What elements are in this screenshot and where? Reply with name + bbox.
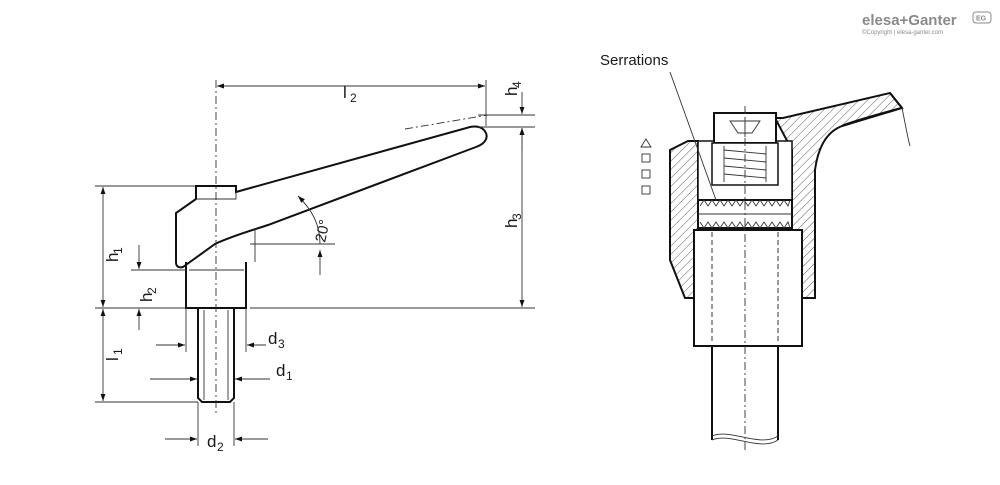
dimension-h2: h 2 [131, 245, 186, 330]
label-l2-sub: 2 [350, 91, 357, 105]
direction-symbols [640, 138, 652, 195]
label-d1-sub: 1 [286, 369, 293, 383]
brand-logo: elesa+Ganter ©Copyright | elesa-ganter.c… [862, 11, 992, 36]
label-h1-sub: 1 [111, 247, 125, 254]
serration-section-view [640, 71, 911, 450]
lever-side-view [175, 80, 489, 415]
label-h1: h [103, 253, 122, 262]
dimension-l2: l 2 [217, 80, 487, 126]
label-serrations: Serrations [600, 52, 668, 69]
label-d3: d [268, 329, 277, 348]
label-d2-sub: 2 [217, 440, 224, 454]
label-l1-sub: 1 [111, 348, 125, 355]
label-h4-sub: 4 [510, 81, 524, 88]
label-h2-sub: 2 [145, 287, 159, 294]
dimension-d2: d 2 [165, 402, 268, 454]
label-h3-sub: 3 [510, 213, 524, 220]
label-l2: l [343, 83, 347, 102]
label-h4: h [502, 87, 521, 96]
brand-copyright: ©Copyright | elesa-ganter.com [862, 29, 943, 36]
brand-name: elesa+Ganter [862, 12, 957, 29]
label-h3: h [502, 219, 521, 228]
label-d3-sub: 3 [278, 337, 285, 351]
label-d2: d [207, 432, 216, 451]
label-d1: d [276, 361, 285, 380]
label-h2: h [137, 293, 156, 302]
dimension-d3: d 3 [156, 308, 285, 352]
brand-badge: EG [976, 16, 987, 23]
dimension-h1: h 1 [95, 185, 195, 309]
dimension-l1: l 1 [95, 309, 198, 403]
dimension-d1: d 1 [150, 361, 293, 383]
label-angle: 20° [312, 218, 333, 244]
dimension-h3: h 3 [250, 127, 535, 309]
label-l1: l [103, 357, 122, 361]
